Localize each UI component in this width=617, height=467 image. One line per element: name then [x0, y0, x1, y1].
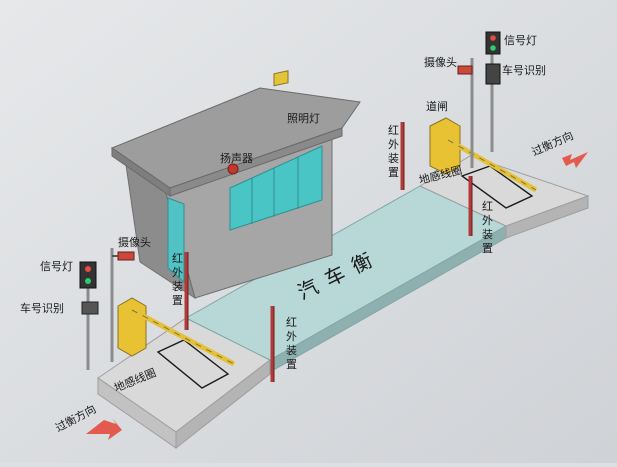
light-label: 照明灯 — [287, 112, 320, 125]
ir-right-loop-label: 红外装置 — [482, 200, 493, 255]
right-barrier-gate — [429, 117, 538, 193]
ir-mid-label: 红外装置 — [286, 316, 297, 371]
ir-post-right-loop — [468, 176, 473, 236]
right-ground-loop — [460, 165, 534, 209]
right-camera-icon — [457, 65, 473, 75]
right-plate-camera-icon — [485, 63, 501, 85]
control-booth — [110, 87, 361, 300]
ir-right-top-label: 红外装置 — [388, 124, 399, 179]
front-window — [229, 145, 323, 231]
right-signal-light-icon — [485, 31, 501, 55]
left-ground-loop — [156, 339, 230, 389]
left-ramp — [97, 317, 271, 450]
left-camera-icon — [112, 251, 135, 261]
signal-right-label: 信号灯 — [504, 34, 537, 47]
speaker-label: 扬声器 — [220, 151, 253, 165]
ir-left-gate-label: 红外装置 — [172, 252, 183, 307]
left-signal-light-icon — [79, 261, 97, 289]
direction-arrow-left — [86, 418, 122, 440]
ir-post-middle — [270, 306, 275, 382]
plate-right-label: 车号识别 — [502, 63, 546, 77]
left-barrier-gate — [117, 297, 236, 367]
light-icon — [273, 70, 289, 87]
right-ramp — [418, 155, 590, 239]
booth-door — [167, 197, 185, 284]
direction-arrow-right — [562, 152, 588, 168]
gate-right-label: 道闸 — [426, 99, 448, 113]
right-pole-group — [457, 31, 501, 168]
plate-left-label: 车号识别 — [20, 301, 64, 315]
ir-post-left — [184, 252, 189, 330]
left-pole-group — [79, 248, 135, 370]
left-plate-camera-icon — [81, 301, 99, 315]
ir-post-right-top — [400, 122, 405, 190]
signal-left-label: 信号灯 — [40, 260, 73, 273]
camera-right-label: 摄像头 — [424, 55, 457, 69]
camera-left-label: 摄像头 — [118, 235, 151, 249]
speaker-icon — [227, 163, 239, 175]
